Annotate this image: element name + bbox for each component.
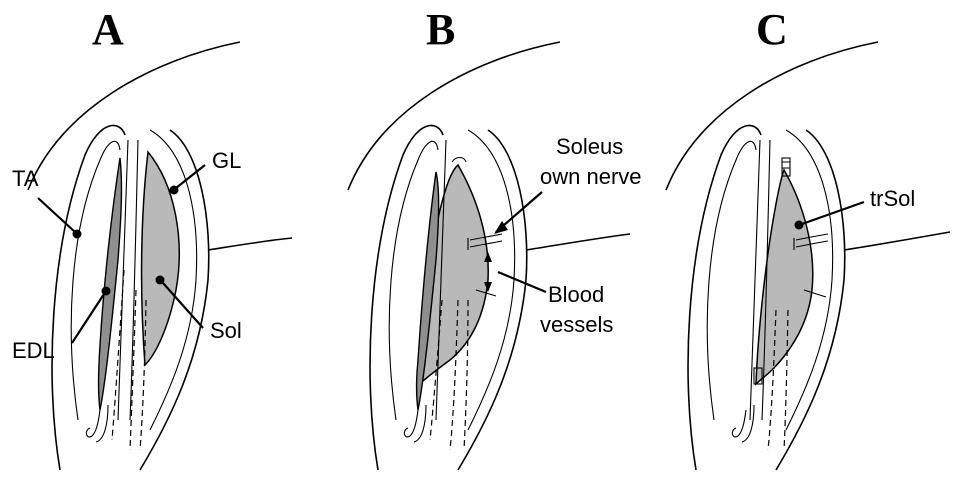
label-trsol: trSol	[870, 186, 915, 212]
leg-outline	[348, 42, 560, 190]
label-vessels: vessels	[540, 312, 613, 338]
label-gl: GL	[212, 148, 241, 174]
edl-muscle	[99, 158, 122, 410]
panel-b-drawing	[318, 0, 636, 493]
panel-c: C trSol	[636, 0, 954, 493]
panel-c-letter: C	[756, 4, 788, 55]
panel-a-drawing	[0, 0, 318, 493]
label-own-nerve: own nerve	[540, 164, 642, 190]
label-soleus: Soleus	[556, 134, 623, 160]
panel-a: A TA GL EDL Sol	[0, 0, 318, 493]
sol-muscle	[142, 152, 180, 365]
label-edl: EDL	[12, 338, 55, 364]
panel-b: B Soleus own nerve Blood vessels	[318, 0, 636, 493]
leg-outline	[666, 42, 878, 190]
panel-b-letter: B	[426, 4, 455, 55]
label-sol: Sol	[210, 318, 242, 344]
panel-c-drawing	[636, 0, 954, 493]
panel-a-letter: A	[92, 4, 124, 55]
leg-outline	[28, 42, 240, 190]
label-ta: TA	[12, 166, 38, 192]
label-blood: Blood	[548, 282, 604, 308]
